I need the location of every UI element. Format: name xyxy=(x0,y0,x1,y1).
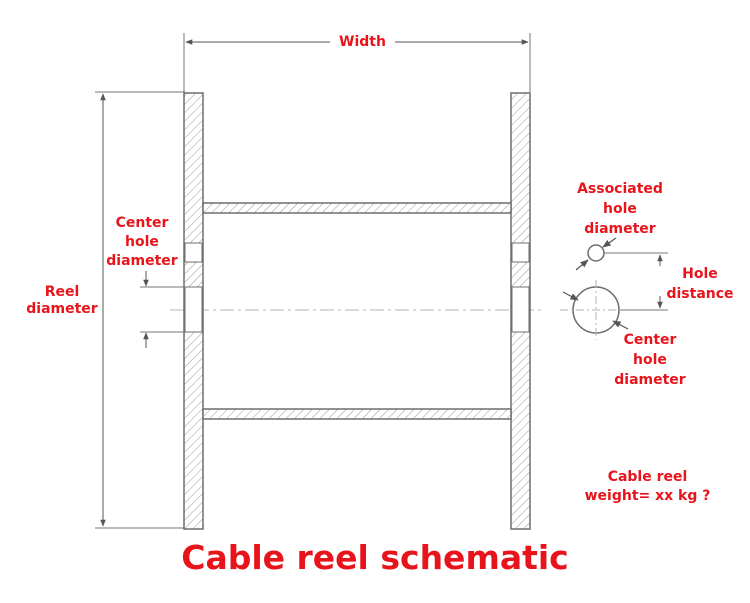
associated-hole xyxy=(587,244,605,262)
center-hole-dimension-left xyxy=(140,271,186,348)
right-flange xyxy=(510,92,531,530)
bottom-barrel xyxy=(202,408,512,420)
reel-weight-label: Cable reel weight= xx kg ? xyxy=(584,469,711,504)
reel-diameter-dimension xyxy=(95,91,185,529)
reel-diameter-label: Reel diameter xyxy=(26,284,98,317)
center-hole-diameter-label-right: Center hole diameter xyxy=(614,332,686,388)
center-hole-diameter-label-left: Center hole diameter xyxy=(106,215,178,269)
diagram-title: Cable reel schematic xyxy=(181,538,569,577)
width-label: Width xyxy=(330,34,395,51)
top-barrel xyxy=(202,202,512,214)
left-flange xyxy=(183,92,204,530)
hole-distance-label: Hole distance xyxy=(666,266,734,302)
width-dimension xyxy=(183,33,531,92)
hole-detail xyxy=(560,237,668,340)
associated-hole-diameter-label: Associated hole diameter xyxy=(577,181,663,237)
